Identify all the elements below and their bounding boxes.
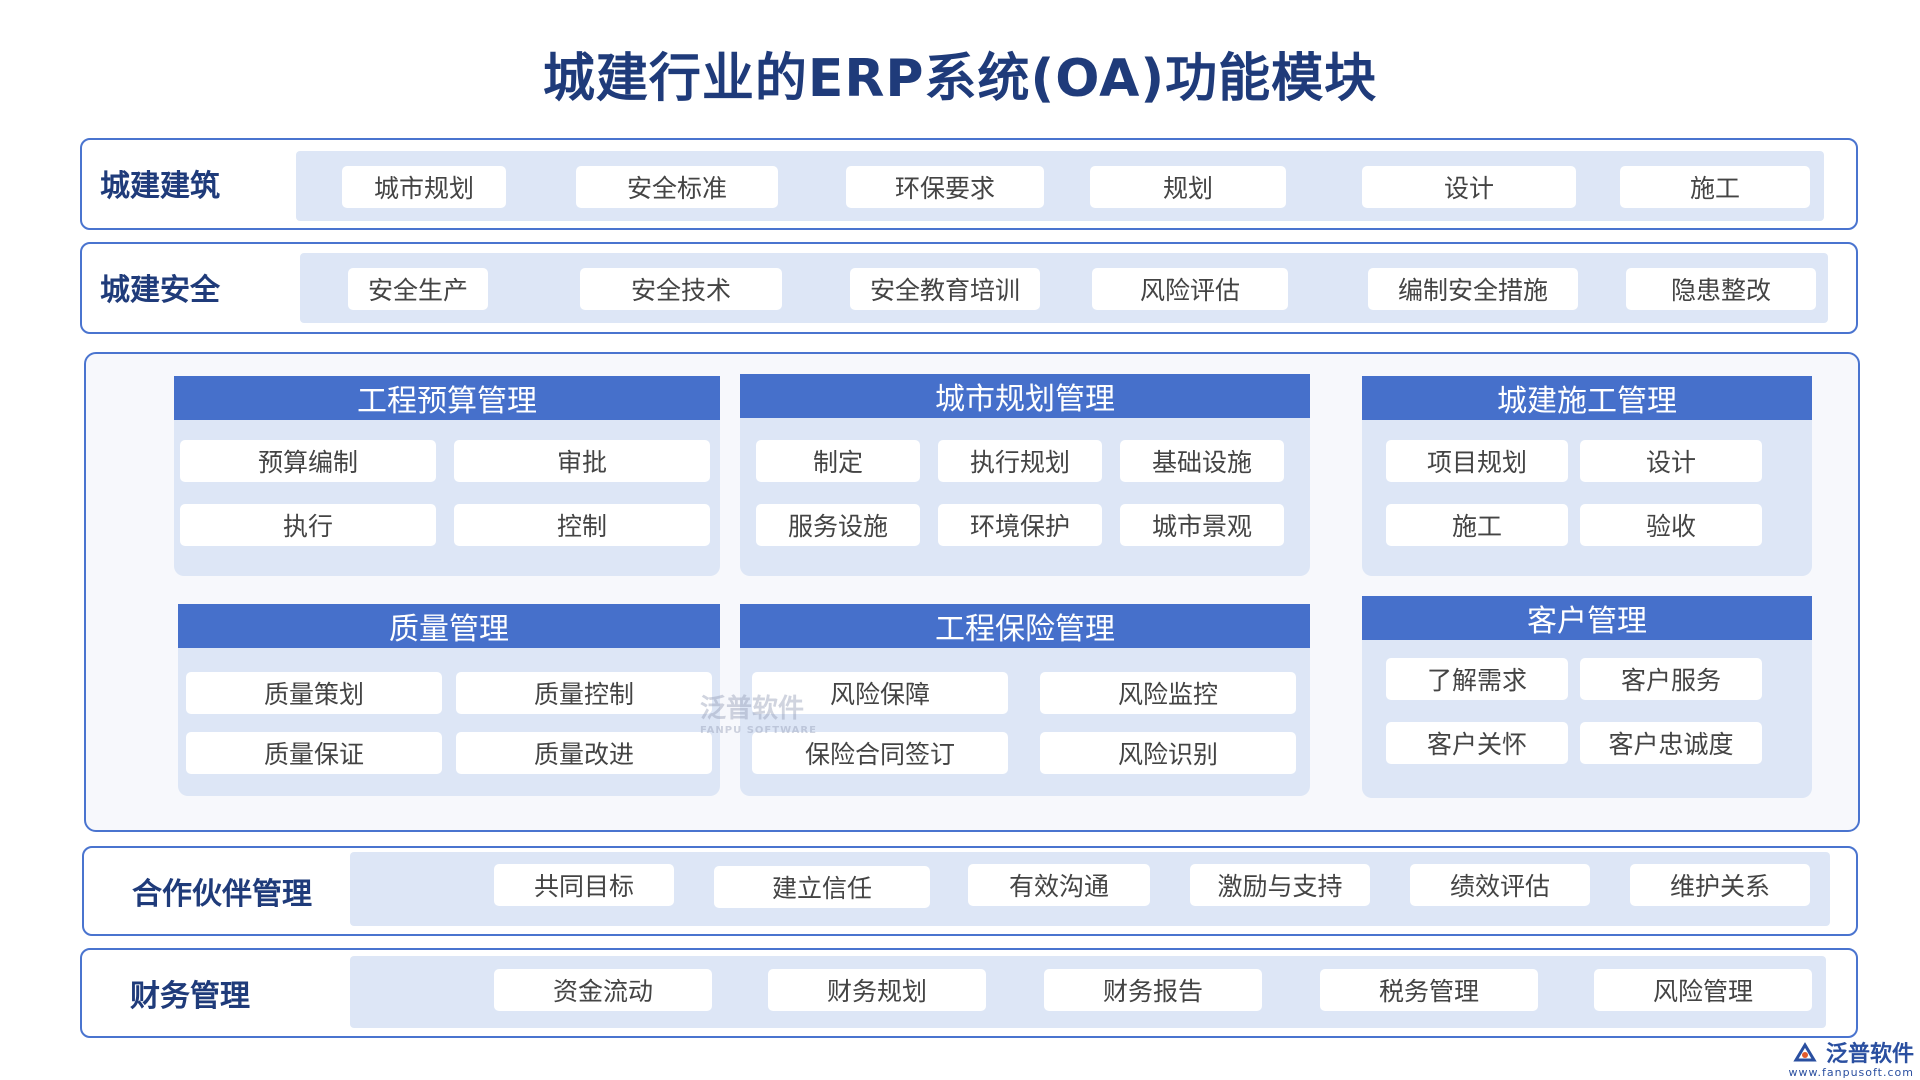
chip-safety-training[interactable]: 安全教育培训 (850, 268, 1040, 310)
chip-execution[interactable]: 执行 (180, 504, 436, 546)
fanpu-watermark-sub: FANPU SOFTWARE (700, 725, 817, 736)
chip-service-facilities[interactable]: 服务设施 (756, 504, 920, 546)
chip-planning[interactable]: 规划 (1090, 166, 1286, 208)
chip-common-goals[interactable]: 共同目标 (494, 864, 674, 906)
chip-safe-production[interactable]: 安全生产 (348, 268, 488, 310)
chip-risk-identification[interactable]: 风险识别 (1040, 732, 1296, 774)
fanpu-watermark-name: 泛普软件 (700, 694, 805, 724)
chip-risk-monitoring[interactable]: 风险监控 (1040, 672, 1296, 714)
chip-formulate[interactable]: 制定 (756, 440, 920, 482)
chip-construction[interactable]: 施工 (1620, 166, 1810, 208)
module-construction-title: 城建施工管理 (1362, 376, 1812, 420)
chip-customer-loyalty[interactable]: 客户忠诚度 (1580, 722, 1762, 764)
chip-effective-communication[interactable]: 有效沟通 (968, 864, 1150, 906)
chip-urban-landscape[interactable]: 城市景观 (1120, 504, 1284, 546)
row-urban-building-label: 城建建筑 (100, 169, 220, 204)
chip-customer-care[interactable]: 客户关怀 (1386, 722, 1568, 764)
row-urban-safety-label: 城建安全 (100, 273, 220, 308)
chip-hazard-rectification[interactable]: 隐患整改 (1626, 268, 1816, 310)
chip-tax-management[interactable]: 税务管理 (1320, 969, 1538, 1011)
chip-quality-control[interactable]: 质量控制 (456, 672, 712, 714)
chip-budget-preparation[interactable]: 预算编制 (180, 440, 436, 482)
chip-customer-service[interactable]: 客户服务 (1580, 658, 1762, 700)
chip-incentive-support[interactable]: 激励与支持 (1190, 864, 1370, 906)
chip-insurance-contract[interactable]: 保险合同签订 (752, 732, 1008, 774)
chip-construction-work[interactable]: 施工 (1386, 504, 1568, 546)
chip-maintain-relations[interactable]: 维护关系 (1630, 864, 1810, 906)
chip-design[interactable]: 设计 (1362, 166, 1576, 208)
chip-control[interactable]: 控制 (454, 504, 710, 546)
row-partner-management-label: 合作伙伴管理 (132, 877, 312, 912)
chip-quality-improvement[interactable]: 质量改进 (456, 732, 712, 774)
module-insurance-title: 工程保险管理 (740, 604, 1310, 648)
module-quality-title: 质量管理 (178, 604, 720, 648)
footer-logo: 泛普软件 www.fanpusoft.com (1789, 1036, 1914, 1079)
chip-cash-flow[interactable]: 资金流动 (494, 969, 712, 1011)
chip-financial-reporting[interactable]: 财务报告 (1044, 969, 1262, 1011)
chip-acceptance[interactable]: 验收 (1580, 504, 1762, 546)
fanpu-watermark: 泛普软件 FANPU SOFTWARE (700, 688, 817, 736)
chip-safety-measures[interactable]: 编制安全措施 (1368, 268, 1578, 310)
chip-execute-planning[interactable]: 执行规划 (938, 440, 1102, 482)
row-urban-building-items (296, 151, 1824, 221)
module-customer-title: 客户管理 (1362, 596, 1812, 640)
chip-risk-coverage[interactable]: 风险保障 (752, 672, 1008, 714)
page-title: 城建行业的ERP系统(OA)功能模块 (542, 49, 1378, 109)
chip-urban-planning[interactable]: 城市规划 (342, 166, 506, 208)
chip-understand-needs[interactable]: 了解需求 (1386, 658, 1568, 700)
module-urban-planning-title: 城市规划管理 (740, 374, 1310, 418)
fanpu-logo-icon (1793, 1042, 1817, 1062)
chip-project-planning[interactable]: 项目规划 (1386, 440, 1568, 482)
chip-quality-assurance[interactable]: 质量保证 (186, 732, 442, 774)
row-urban-safety-items (300, 253, 1828, 323)
chip-performance-evaluation[interactable]: 绩效评估 (1410, 864, 1590, 906)
chip-build-trust[interactable]: 建立信任 (714, 866, 930, 908)
chip-construction-design[interactable]: 设计 (1580, 440, 1762, 482)
chip-env-requirements[interactable]: 环保要求 (846, 166, 1044, 208)
footer-brand: 泛普软件 (1825, 1042, 1914, 1067)
chip-approval[interactable]: 审批 (454, 440, 710, 482)
chip-financial-planning[interactable]: 财务规划 (768, 969, 986, 1011)
chip-infrastructure[interactable]: 基础设施 (1120, 440, 1284, 482)
chip-risk-management[interactable]: 风险管理 (1594, 969, 1812, 1011)
chip-environmental-protection[interactable]: 环境保护 (938, 504, 1102, 546)
footer-url: www.fanpusoft.com (1788, 1066, 1914, 1079)
chip-safety-technology[interactable]: 安全技术 (580, 268, 782, 310)
module-budget-title: 工程预算管理 (174, 376, 720, 420)
chip-safety-standards[interactable]: 安全标准 (576, 166, 778, 208)
chip-risk-assessment[interactable]: 风险评估 (1092, 268, 1288, 310)
chip-quality-planning[interactable]: 质量策划 (186, 672, 442, 714)
row-finance-management-label: 财务管理 (130, 979, 250, 1014)
